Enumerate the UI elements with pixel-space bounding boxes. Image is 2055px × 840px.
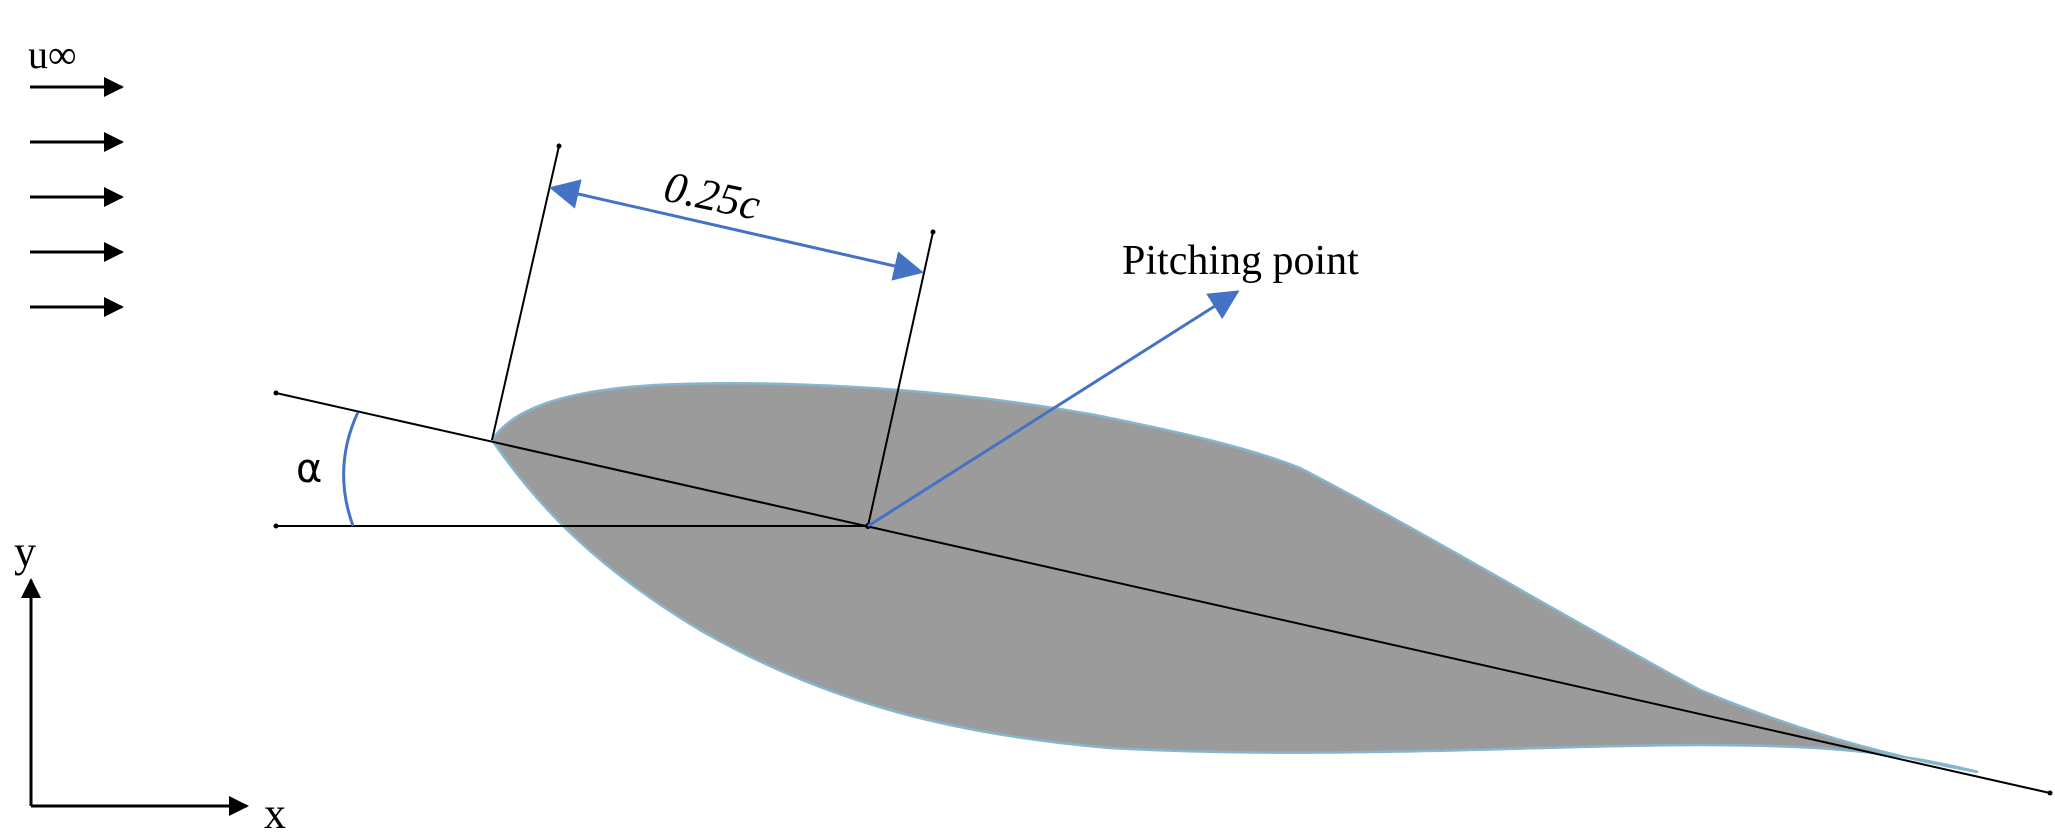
- y-axis-label: y: [14, 527, 36, 576]
- reference-line-endpoint: [273, 523, 279, 529]
- leading-edge-extension-line: [491, 145, 560, 441]
- pitching-point-label: Pitching point: [1122, 238, 1359, 284]
- airfoil-shape: [490, 382, 1979, 774]
- angle-label: α: [296, 446, 322, 492]
- chord-line-endpoint: [2047, 790, 2053, 796]
- extension-line-endpoint: [930, 229, 936, 235]
- chord-line: [275, 392, 2051, 794]
- freestream-label: u∞: [28, 32, 77, 77]
- chord-dimension-label: 0.25c: [660, 162, 765, 230]
- pitching-point-arrow: [867, 290, 1240, 528]
- x-axis-label: x: [264, 789, 286, 838]
- freestream-arrows: [30, 77, 124, 317]
- chord-dimension-arrow: [549, 179, 924, 281]
- coordinate-axes: y x: [14, 527, 286, 838]
- extension-line-endpoint: [556, 143, 562, 149]
- angle-arc: [342, 411, 360, 527]
- quarter-chord-extension-line: [867, 231, 934, 527]
- chord-line-endpoint: [273, 390, 279, 396]
